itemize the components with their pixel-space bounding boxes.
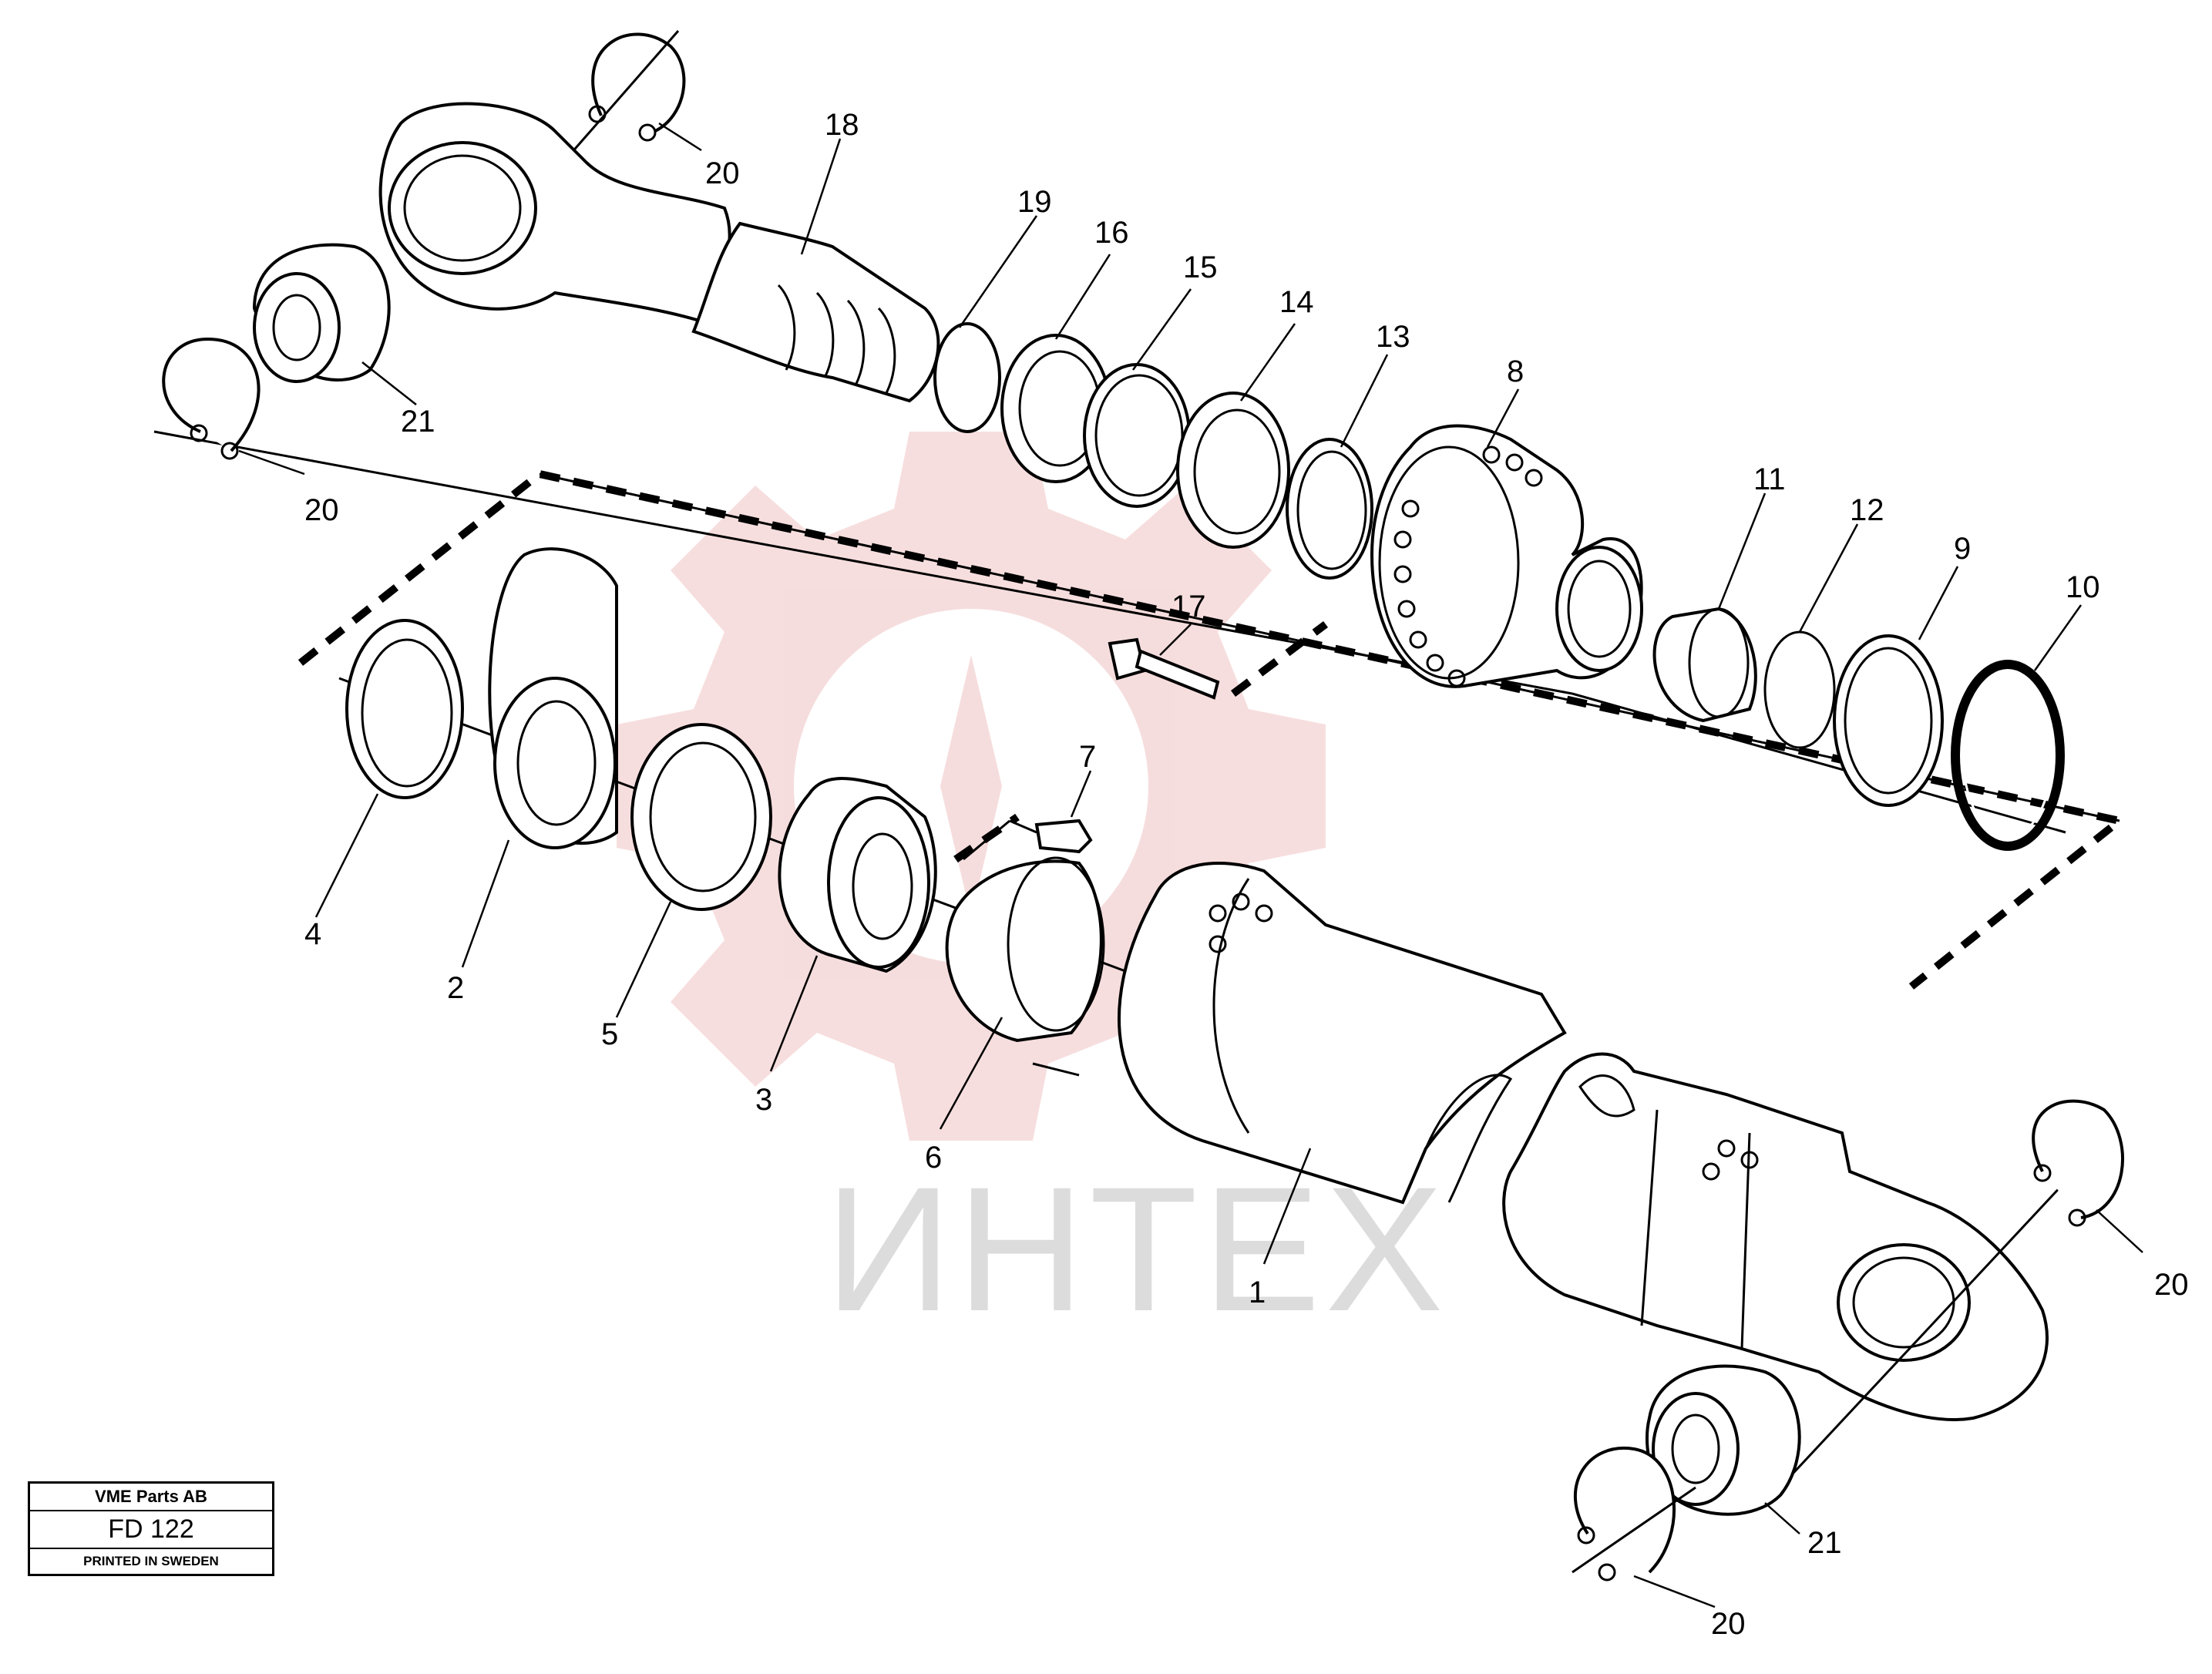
port-holes: [1209, 892, 1759, 1181]
callout-14: 14: [1279, 285, 1314, 319]
title-block: VME Parts AB FD 122 PRINTED IN SWEDEN: [28, 1481, 274, 1576]
callout-8: 8: [1507, 355, 1524, 388]
callout-2: 2: [447, 971, 464, 1005]
seal-5: [630, 723, 772, 911]
bushing-6: [945, 856, 1105, 1043]
backup-ring-10: [1951, 660, 2065, 851]
retaining-ring-20-left: [162, 337, 261, 460]
bushing-21-bottom: [1646, 1364, 1801, 1516]
title-block-printed: PRINTED IN SWEDEN: [83, 1554, 219, 1568]
o-ring-19: [933, 322, 1001, 433]
callout-16: 16: [1094, 216, 1129, 250]
callout-20-bottom: 20: [1711, 1607, 1746, 1641]
ring-12: [1763, 630, 1836, 749]
callout-18: 18: [825, 108, 859, 142]
cylinder-head-8: [1370, 424, 1643, 688]
sleeve-11: [1652, 607, 1757, 723]
callout-11: 11: [1753, 462, 1786, 496]
retaining-ring-20-bottom: [1572, 1446, 1696, 1582]
retaining-ring-20-right: [2032, 1099, 2124, 1227]
piston-3: [778, 777, 937, 973]
callout-6: 6: [925, 1141, 942, 1175]
cylinder-tube-1: [1118, 862, 2098, 1497]
bolt-17: [1108, 637, 1220, 700]
callout-21-top: 21: [401, 405, 435, 439]
callout-20-left: 20: [304, 493, 339, 527]
piston-rod-18: [691, 221, 940, 403]
piston-rod-eye: [378, 102, 731, 326]
callout-9: 9: [1954, 532, 1971, 566]
callout-13: 13: [1376, 320, 1410, 354]
callout-15: 15: [1183, 250, 1218, 284]
retaining-ring-20-top: [569, 30, 686, 155]
seal-13: [1286, 438, 1373, 580]
title-block-drawing-code: FD 122: [30, 1511, 272, 1549]
callouts: 18 19 16 15 14 13 8 11 12 9 10 17 7 4 2 …: [304, 108, 2189, 1641]
grease-nipple-7: [963, 819, 1093, 861]
callout-20-right: 20: [2154, 1268, 2189, 1302]
title-block-company: VME Parts AB: [30, 1484, 272, 1511]
callout-12: 12: [1850, 493, 1884, 527]
callout-19: 19: [1017, 185, 1052, 219]
bushing-21-top: [252, 243, 391, 383]
callout-7: 7: [1079, 740, 1096, 774]
guide-ring-4: [345, 619, 464, 799]
bolt-hole-pattern: [1393, 445, 1543, 687]
callout-20-top: 20: [705, 156, 740, 190]
callout-1: 1: [1249, 1276, 1266, 1309]
callout-4: 4: [304, 917, 321, 951]
wiper-14: [1176, 392, 1290, 549]
callout-21-bottom: 21: [1807, 1526, 1842, 1560]
leader-lines: [238, 122, 2143, 1608]
callout-3: 3: [755, 1083, 772, 1117]
piston-2: [488, 547, 618, 849]
callout-10: 10: [2066, 570, 2100, 604]
seal-9: [1833, 634, 1944, 807]
seal-15: [1083, 363, 1191, 508]
callout-17: 17: [1172, 590, 1206, 624]
callout-5: 5: [601, 1017, 618, 1051]
